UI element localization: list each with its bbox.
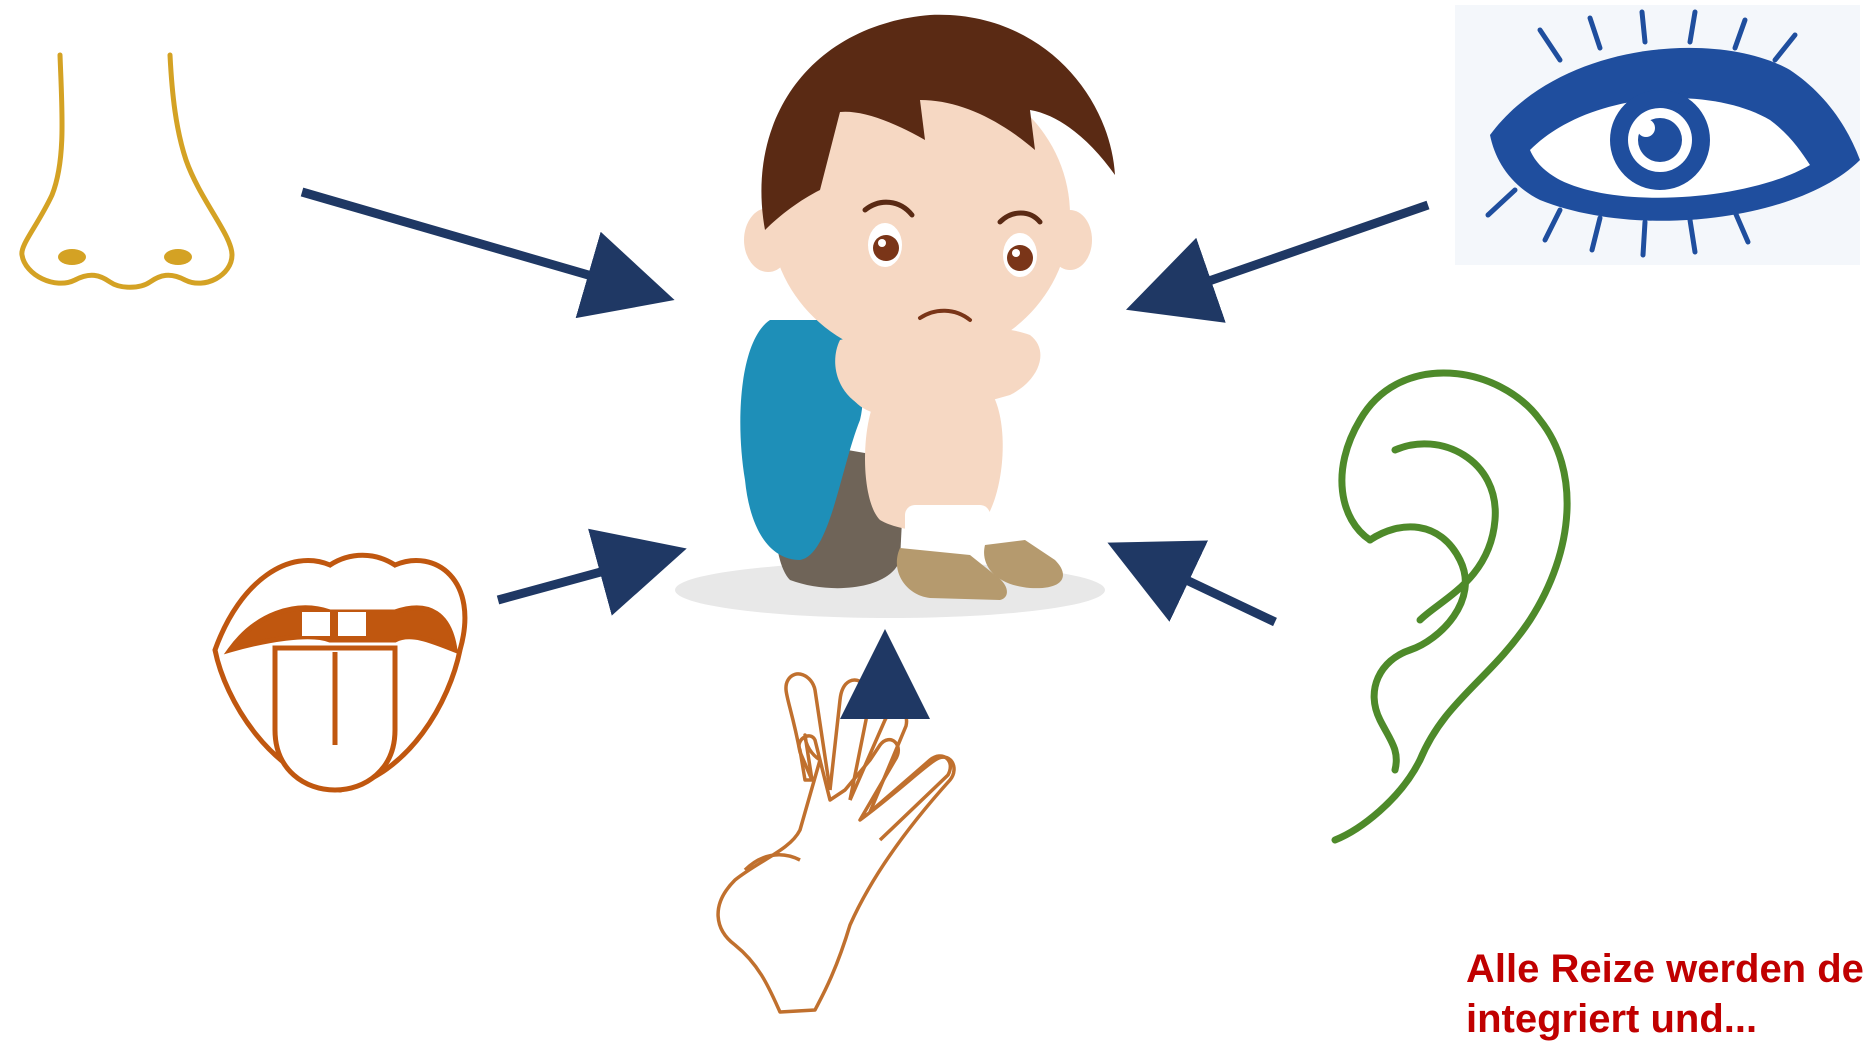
ear-icon — [1335, 373, 1567, 840]
arrow-from-nose — [302, 192, 640, 290]
hand-icon — [718, 674, 954, 1012]
senses-diagram — [0, 0, 1874, 1016]
mouth-icon — [215, 555, 465, 790]
eye-icon — [1455, 5, 1860, 265]
arrow-from-mouth — [498, 558, 652, 600]
child-illustration — [675, 15, 1115, 618]
nose-icon — [22, 55, 232, 287]
caption-text: Alle Reize werden de integriert und... — [1466, 944, 1874, 1044]
arrow-from-ear — [1140, 558, 1275, 622]
arrow-from-eye — [1160, 205, 1428, 298]
